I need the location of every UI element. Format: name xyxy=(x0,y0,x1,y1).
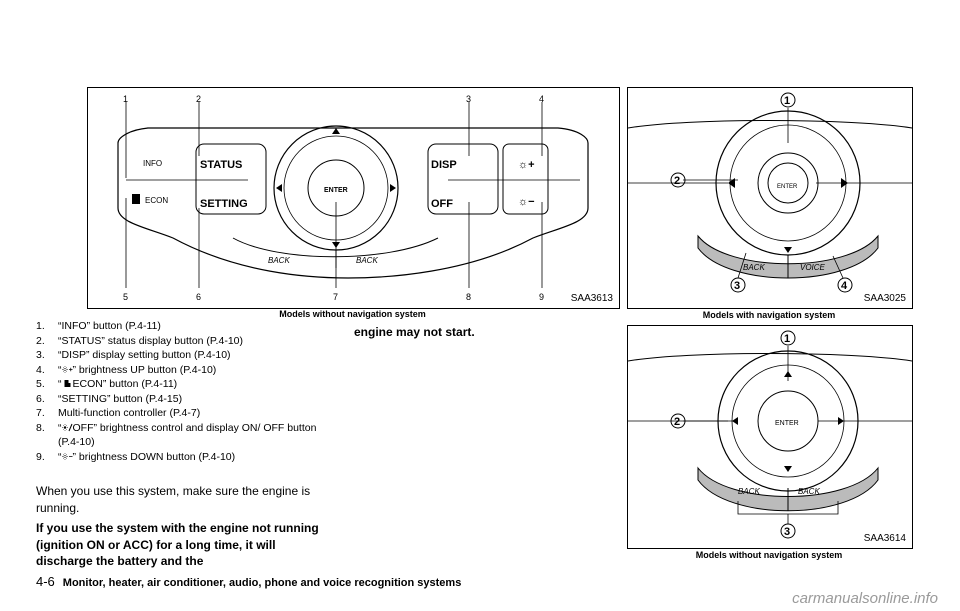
section-title: Monitor, heater, air conditioner, audio,… xyxy=(62,577,462,589)
list-item: 9.“” brightness DOWN button (P.4-10) xyxy=(36,450,236,463)
controller-with-nav-illustration: ENTER BACK VOICE 1 2 3 4 xyxy=(628,92,912,293)
econ-icon xyxy=(64,380,70,387)
list-item: 8.“OFF” brightness control and display O… xyxy=(36,421,317,449)
callout-6: 6 xyxy=(196,292,201,302)
list-item: 6.“SETTING” button (P.4-15) xyxy=(36,392,183,405)
brightness-up-icon: ☼+ xyxy=(518,159,535,171)
controller-no-nav-illustration: ENTER BACK BACK 1 2 3 xyxy=(628,330,912,539)
callout-1: 1 xyxy=(784,333,790,345)
list-item: 5.“ECON” button (P.4-11) xyxy=(36,378,178,390)
callout-2: 2 xyxy=(674,416,680,428)
watermark: carmanualsonline.info xyxy=(792,590,938,607)
enter-label: ENTER xyxy=(777,184,798,190)
list-item: 2.“STATUS” status display button (P.4-10… xyxy=(36,334,243,347)
figure-controller-with-nav: ENTER BACK VOICE 1 2 3 4 SAA3025 xyxy=(627,87,913,309)
callout-1: 1 xyxy=(123,94,128,104)
arrow-right-icon xyxy=(390,184,396,192)
arrow-up-icon xyxy=(332,128,340,134)
back-label-right: BACK xyxy=(356,256,378,265)
callout-1: 1 xyxy=(784,95,790,107)
warning-text-continued: engine may not start. xyxy=(354,325,475,339)
list-item: 3.“DISP” display setting button (P.4-10) xyxy=(36,349,231,361)
back-label-right: BACK xyxy=(798,487,820,496)
callout-7: 7 xyxy=(333,292,338,302)
callout-4: 4 xyxy=(841,280,848,292)
back-label-left: BACK xyxy=(268,256,290,265)
callout-8: 8 xyxy=(466,292,471,302)
arrow-down-icon xyxy=(784,247,792,253)
arrow-right-icon xyxy=(841,178,848,188)
figure-control-panel-no-nav: INFO STATUS ECON SETTING ENTER DISP OFF … xyxy=(87,87,620,309)
brightness-up-icon xyxy=(61,365,72,373)
figure-caption: Models without navigation system xyxy=(279,309,426,319)
warning-text: If you use the system with the engine no… xyxy=(36,521,319,568)
button-list: 1.“INFO” button (P.4-11) 2.“STATUS” stat… xyxy=(36,319,336,464)
callout-5: 5 xyxy=(123,292,128,302)
list-item: 1.“INFO” button (P.4-11) xyxy=(36,320,161,332)
figure-caption: Models with navigation system xyxy=(702,310,836,320)
list-item: 7.Multi-function controller (P.4-7) xyxy=(36,407,201,419)
info-label: INFO xyxy=(143,159,162,168)
figure-caption: Models without navigation system xyxy=(695,550,843,560)
brightness-down-icon: ☼− xyxy=(518,196,535,208)
page-number: 4-6 xyxy=(36,574,55,589)
disp-label: DISP xyxy=(431,159,457,171)
arrow-left-icon xyxy=(276,184,282,192)
callout-2: 2 xyxy=(674,175,680,187)
back-label: BACK xyxy=(743,263,765,272)
voice-label: VOICE xyxy=(800,263,826,272)
page-footer: 4-6 Monitor, heater, air conditioner, aud… xyxy=(36,574,461,589)
back-label-left: BACK xyxy=(738,487,760,496)
callout-3: 3 xyxy=(734,280,740,292)
status-label: STATUS xyxy=(200,159,242,171)
callout-3: 3 xyxy=(466,94,471,104)
arrow-left-icon xyxy=(728,178,735,188)
figure-id: SAA3614 xyxy=(863,533,906,544)
brightness-down-icon xyxy=(61,452,72,460)
callout-3: 3 xyxy=(784,526,790,538)
enter-label: ENTER xyxy=(775,420,799,427)
brightness-off-icon xyxy=(61,423,72,431)
enter-label: ENTER xyxy=(324,187,348,194)
list-item: 4.“” brightness UP button (P.4-10) xyxy=(36,363,217,376)
callout-4: 4 xyxy=(539,94,544,104)
econ-label: ECON xyxy=(145,196,168,205)
control-panel-illustration: INFO STATUS ECON SETTING ENTER DISP OFF … xyxy=(117,94,589,302)
figure-controller-no-nav: ENTER BACK BACK 1 2 3 SAA3614 xyxy=(627,325,913,549)
arrow-down-icon xyxy=(784,466,792,472)
callout-2: 2 xyxy=(196,94,201,104)
figure-id: SAA3613 xyxy=(570,293,613,304)
figure-id: SAA3025 xyxy=(863,293,906,304)
off-label: OFF xyxy=(431,198,453,210)
arrow-right-icon xyxy=(838,417,844,425)
setting-label: SETTING xyxy=(200,198,248,210)
body-paragraph: When you use this system, make sure the … xyxy=(36,484,311,515)
callout-9: 9 xyxy=(539,292,544,302)
econ-icon xyxy=(132,194,140,204)
